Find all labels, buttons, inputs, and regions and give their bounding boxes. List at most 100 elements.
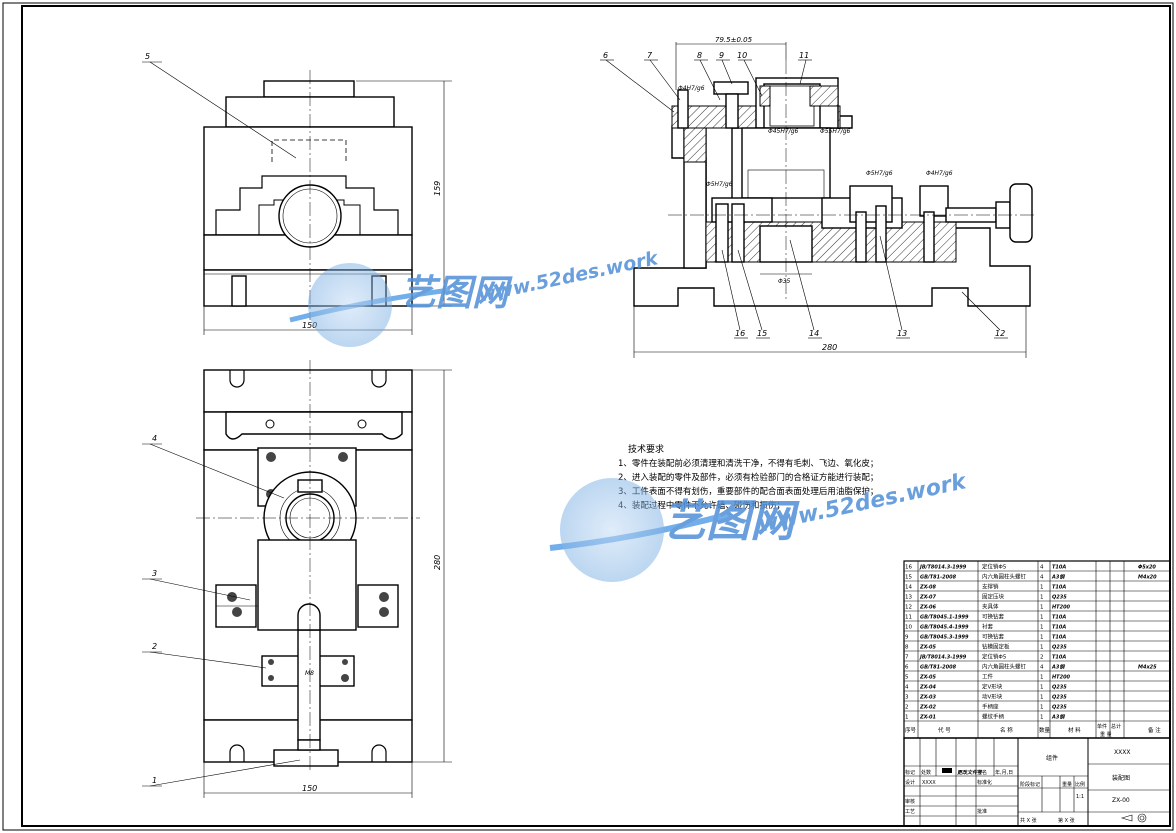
label-5: 5 xyxy=(145,52,150,61)
bom-cell-mat: T10A xyxy=(1052,625,1066,631)
tech-item-3: 3、工件表面不得有划伤，重要部件的配合面表面处理后用油脂保护； xyxy=(618,486,878,497)
tech-item-1: 1、零件在装配前必须清理和清洗干净，不得有毛刺、飞边、氧化皮； xyxy=(618,458,878,469)
tb-approve: 批准 xyxy=(977,808,987,815)
bom-cell-qty: 1 xyxy=(1040,595,1044,601)
bom-cell-name: 定V形块 xyxy=(982,683,1003,691)
tb-designer-label: 设计 xyxy=(905,779,915,786)
front-slot-dim: M8 xyxy=(305,670,314,677)
bom-cell-qty: 1 xyxy=(1040,715,1044,721)
label-1: 1 xyxy=(152,776,157,785)
bom-cell-qty: 1 xyxy=(1040,605,1044,611)
bom-cell-code: ZX-07 xyxy=(919,595,936,601)
tb-review: 审核 xyxy=(905,798,915,805)
tb-scale-label: 比例 xyxy=(1075,781,1085,788)
bom-cell-name: 内六角圆柱头螺钉 xyxy=(982,663,1027,671)
bom-cell-mat: HT200 xyxy=(1052,675,1071,681)
bom-cell-qty: 1 xyxy=(1040,705,1044,711)
bom-cell-no: 13 xyxy=(905,595,912,601)
label-4: 4 xyxy=(152,434,157,443)
tb-mark: 标记 xyxy=(905,769,915,776)
fit-2: Φ45H7/g6 xyxy=(768,128,799,135)
dim-top-height: 159 xyxy=(433,181,442,196)
bom-cell-no: 4 xyxy=(905,685,909,691)
tb-process: 工艺 xyxy=(905,809,915,815)
tb-sheet-no: 第 X 张 xyxy=(1058,817,1075,824)
bom-cell-mat: T10A xyxy=(1052,655,1066,661)
bom-cell-code: ZX-03 xyxy=(919,695,936,701)
label-14: 14 xyxy=(809,329,819,338)
bom-cell-name: 定位销Φ5 xyxy=(982,653,1007,661)
bom-cell-code: GB/T8045.4-1999 xyxy=(920,625,969,631)
bom-cell-name: 工件 xyxy=(982,673,994,681)
bom-cell-no: 9 xyxy=(905,635,909,641)
bom-cell-qty: 1 xyxy=(1040,645,1044,651)
bom-cell-code: GB/T81-2008 xyxy=(920,575,957,581)
section-view: 280 79.5±0.05 Φ35 Φ4H7/g6 Φ45H7/g6 Φ55H7… xyxy=(600,36,1036,358)
bom-cell-mat: Q235 xyxy=(1052,685,1067,691)
label-7: 7 xyxy=(647,51,653,60)
bom-cell-code: ZX-08 xyxy=(919,585,936,591)
bom-header-unit: 单件 xyxy=(1097,723,1107,730)
bom-cell-qty: 4 xyxy=(1040,575,1044,581)
bom-cell-mat: Q235 xyxy=(1052,595,1067,601)
bom-cell-mat: T10A xyxy=(1052,585,1066,591)
tb-weight: 重量 xyxy=(1062,781,1072,788)
bom-cell-mat: T10A xyxy=(1052,615,1066,621)
bom-cell-code: ZX-02 xyxy=(919,705,936,711)
bom-cell-qty: 1 xyxy=(1040,635,1044,641)
bom-cell-mat: A3钢 xyxy=(1051,574,1065,581)
tb-designer: XXXX xyxy=(922,780,936,786)
label-11: 11 xyxy=(799,51,809,60)
bom-cell-note: Φ5x20 xyxy=(1138,565,1156,571)
bom-cell-qty: 4 xyxy=(1040,565,1044,571)
top-view: 159 150 5 xyxy=(142,52,452,335)
bom-cell-qty: 1 xyxy=(1040,685,1044,691)
bom-cell-mat: Q235 xyxy=(1052,645,1067,651)
bom-cell-code: ZX-05 xyxy=(919,675,936,681)
globe-icon xyxy=(308,263,392,347)
bom-cell-code: JB/T8014.3-1999 xyxy=(919,565,967,571)
bom-cell-no: 1 xyxy=(905,715,909,721)
tb-sheet-total: 共 X 张 xyxy=(1020,817,1037,824)
label-16: 16 xyxy=(735,329,745,338)
tech-item-2: 2、进入装配的零件及部件，必须有检验部门的合格证方能进行装配； xyxy=(618,472,878,483)
label-3: 3 xyxy=(152,569,157,578)
bom-cell-name: 夹具体 xyxy=(982,603,999,611)
label-8: 8 xyxy=(697,51,702,60)
bom-header-qty: 数量 xyxy=(1039,726,1051,734)
bom-cell-name: 动V形块 xyxy=(982,693,1003,701)
label-13: 13 xyxy=(897,329,907,338)
bom-cell-code: GB/T81-2008 xyxy=(920,665,957,671)
dim-front-height: 280 xyxy=(433,555,442,570)
tb-scale: 1:1 xyxy=(1076,794,1084,800)
bom-cell-code: ZX-01 xyxy=(919,715,936,721)
bom-cell-name: 定位销Φ5 xyxy=(982,563,1007,571)
dim-section-width: 280 xyxy=(822,343,837,352)
fit-5: Φ5H7/g6 xyxy=(866,170,893,177)
fit-3: Φ55H7/g6 xyxy=(820,128,851,135)
tb-count: 处数 xyxy=(921,769,931,776)
bom-header-weight: 重 量 xyxy=(1100,731,1112,738)
bom-cell-no: 3 xyxy=(905,695,909,701)
bom-cell-qty: 1 xyxy=(1040,675,1044,681)
dim-front-width: 150 xyxy=(302,784,317,793)
bom-cell-code: ZX-04 xyxy=(919,685,936,691)
bom-cell-qty: 1 xyxy=(1040,625,1044,631)
front-view: M8 280 150 4 3 2 1 xyxy=(142,360,452,798)
fit-4: Φ5H7/g6 xyxy=(706,181,733,188)
bom-cell-note: M4x20 xyxy=(1138,575,1157,581)
tb-company: XXXX xyxy=(1114,749,1130,756)
bom-cell-mat: A3钢 xyxy=(1051,714,1065,721)
bom-cell-code: GB/T8045.3-1999 xyxy=(920,635,969,641)
bom-cell-mat: Q235 xyxy=(1052,705,1067,711)
tb-change: 更改文件号 xyxy=(957,769,983,776)
bom-cell-name: 螺纹手柄 xyxy=(982,713,1005,721)
dim-bore: Φ35 xyxy=(778,278,791,285)
bom-cell-no: 11 xyxy=(905,615,912,621)
label-2: 2 xyxy=(152,642,157,651)
bom-cell-name: 衬套 xyxy=(982,623,994,631)
dim-section-top: 79.5±0.05 xyxy=(715,36,753,44)
bom-cell-name: 支撑销 xyxy=(982,583,999,591)
bom-cell-no: 7 xyxy=(905,655,909,661)
